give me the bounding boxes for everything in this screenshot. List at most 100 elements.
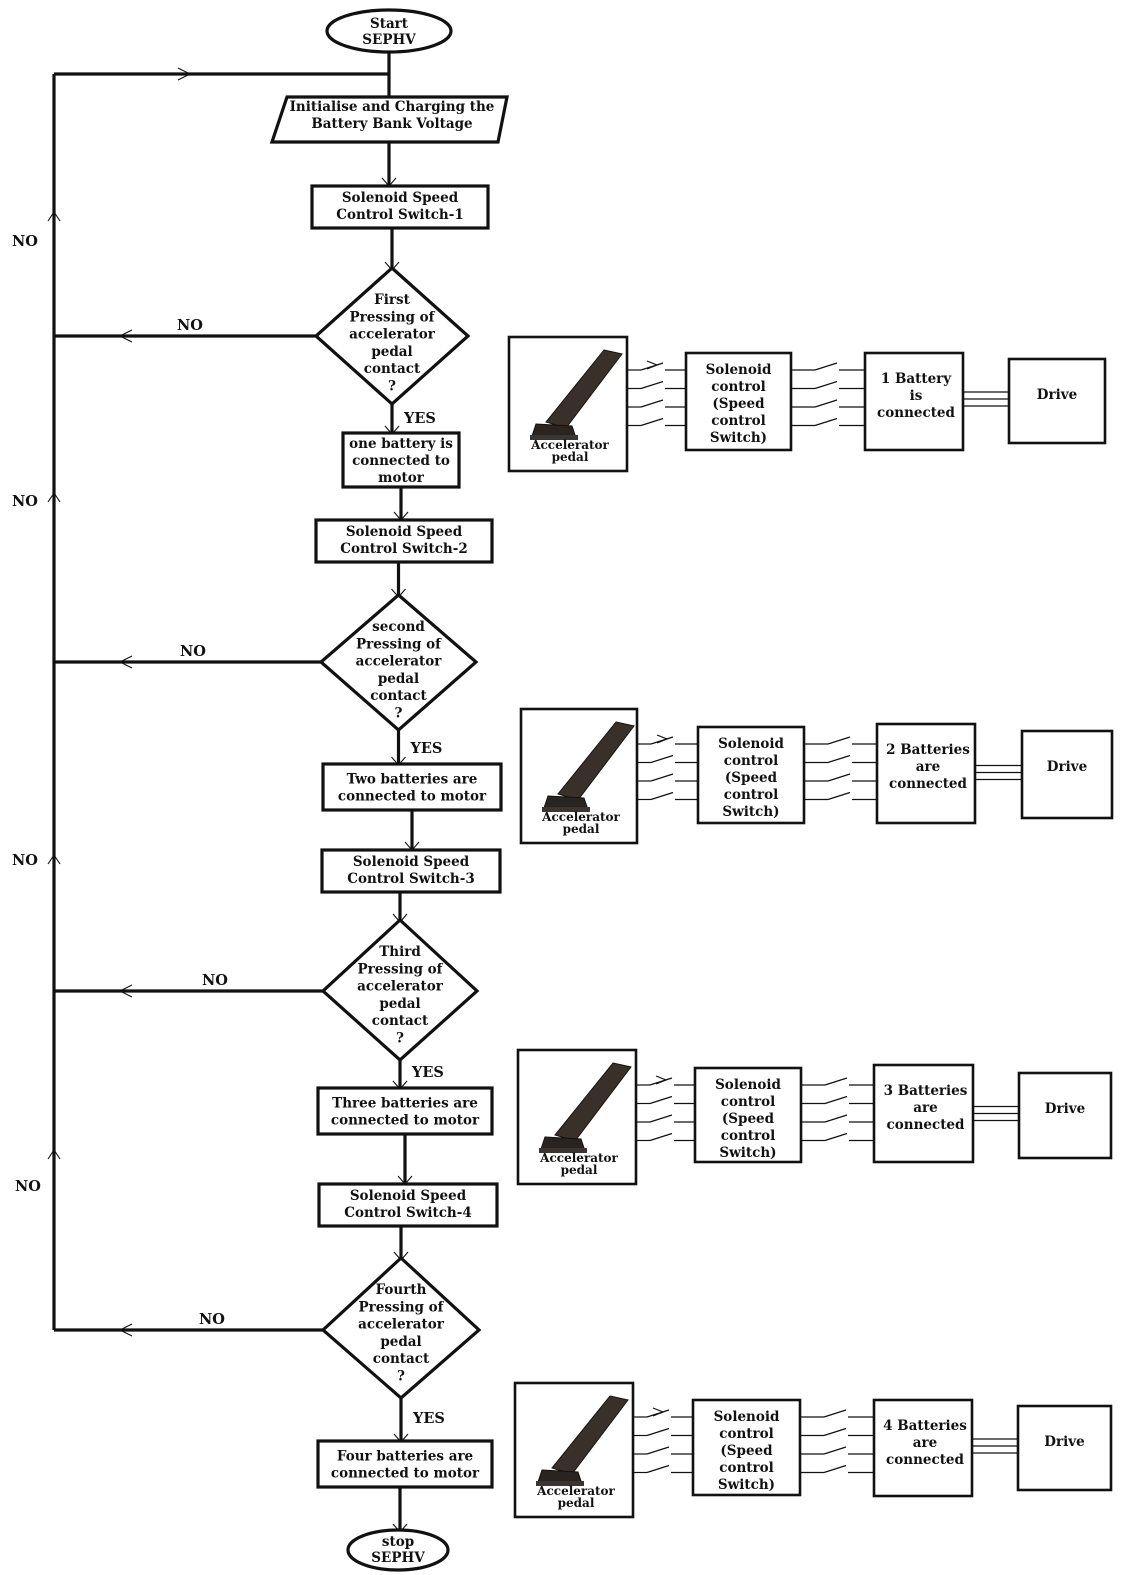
decision-label: contact <box>373 1351 430 1367</box>
decision-label: First <box>374 292 410 308</box>
decision-label: second <box>372 619 425 635</box>
battery-label: 4 Batteries <box>883 1418 967 1434</box>
pedal-label: pedal <box>552 450 589 464</box>
decision-label: Pressing of <box>358 961 444 977</box>
speed-switch-label: Control Switch-4 <box>344 1205 472 1221</box>
speed-switch-label: Solenoid Speed <box>353 854 470 870</box>
drive-box <box>1017 1071 1113 1160</box>
arrow-up-icon <box>47 492 61 503</box>
result-label: connected to motor <box>338 789 487 805</box>
battery-label: connected <box>877 405 955 421</box>
solenoid-control-label: control <box>721 1094 776 1110</box>
result-box <box>341 431 461 489</box>
solenoid-control-label: (Speed <box>725 770 778 786</box>
battery-label: 1 Battery <box>881 371 952 387</box>
decision-label: ? <box>395 706 403 722</box>
pedal-foot-icon <box>542 807 590 812</box>
no-label: NO <box>180 643 206 660</box>
arrow-up-icon <box>47 1149 61 1160</box>
switch-contact-icon <box>827 754 851 764</box>
pedal-label: pedal <box>558 1496 595 1510</box>
solenoid-control-label: (Speed <box>722 1111 775 1127</box>
battery-box <box>863 351 965 452</box>
switch-contact-icon <box>814 362 838 371</box>
switch-contact-icon <box>640 380 664 390</box>
pedal-label: Accelerator <box>539 1151 618 1165</box>
speed-switch-label: Solenoid Speed <box>342 190 459 206</box>
speed-switch-box <box>310 184 490 230</box>
switch-contact-icon <box>646 1446 670 1455</box>
decision-label: contact <box>372 1013 429 1029</box>
pedal-label: Accelerator <box>541 810 620 824</box>
switch-contact-icon <box>640 399 664 408</box>
no-label: NO <box>12 233 38 250</box>
init-parallelogram <box>269 95 509 144</box>
speed-switch-label: Control Switch-3 <box>347 871 475 887</box>
decision-label: accelerator <box>357 979 444 995</box>
solenoid-control-label: Solenoid <box>706 362 772 378</box>
arrow-right-icon <box>177 67 192 81</box>
switch-contact-icon <box>827 736 851 745</box>
switch-contact-icon <box>814 380 838 390</box>
arrow-left-icon <box>118 984 133 998</box>
battery-label: is <box>910 388 923 404</box>
switch-contact-icon <box>823 1446 847 1455</box>
pedal-label: pedal <box>563 822 600 836</box>
speed-switch-label: Solenoid Speed <box>350 1188 467 1204</box>
solenoid-control-label: (Speed <box>712 396 765 412</box>
result-label: Three batteries are <box>332 1096 478 1112</box>
switch-contact-icon <box>649 1114 673 1123</box>
arrow-up-icon <box>47 854 61 865</box>
solenoid-control-label: Switch) <box>710 430 767 446</box>
battery-label: connected <box>887 1117 965 1133</box>
decision-label: pedal <box>378 671 419 687</box>
battery-label: are <box>916 759 940 775</box>
decision-label: Pressing of <box>350 309 436 325</box>
no-label: NO <box>12 852 38 869</box>
switch-contact-icon <box>646 1464 670 1474</box>
decision-label: accelerator <box>349 327 436 343</box>
speed-switch-label: Solenoid Speed <box>346 524 463 540</box>
switch-contact-icon <box>650 754 674 764</box>
switch-contact-icon <box>650 773 674 782</box>
arrow-right-icon <box>652 1407 665 1417</box>
solenoid-control-label: (Speed <box>720 1443 773 1459</box>
speed-switch-box <box>314 518 494 564</box>
result-label: motor <box>378 470 425 486</box>
solenoid-control-box <box>693 1066 803 1164</box>
battery-label: connected <box>889 776 967 792</box>
start-label: Start <box>370 16 409 32</box>
switch-contact-icon <box>823 1464 847 1474</box>
decision-label: ? <box>388 379 396 395</box>
switch-contact-icon <box>649 1095 673 1105</box>
solenoid-control-label: control <box>724 787 779 803</box>
switch-contact-icon <box>646 1427 670 1437</box>
decision-label: pedal <box>371 344 412 360</box>
switch-contact-icon <box>824 1095 848 1105</box>
init-label: Initialise and Charging the <box>290 99 495 115</box>
battery-label: are <box>913 1100 937 1116</box>
switch-contact-icon <box>824 1114 848 1123</box>
yes-label: YES <box>410 740 443 757</box>
decision-label: accelerator <box>356 654 443 670</box>
solenoid-control-label: Solenoid <box>718 736 784 752</box>
solenoid-control-label: control <box>711 413 766 429</box>
switch-contact-icon <box>640 417 664 427</box>
drive-label: Drive <box>1045 1101 1085 1117</box>
drive-box <box>1007 357 1107 445</box>
solenoid-control-label: control <box>719 1426 774 1442</box>
pedal-foot-icon <box>536 1481 584 1486</box>
battery-box <box>875 722 977 825</box>
stop-label: SEPHV <box>371 1550 425 1566</box>
solenoid-control-label: control <box>721 1128 776 1144</box>
switch-contact-icon <box>823 1427 847 1437</box>
speed-switch-box <box>317 1182 499 1228</box>
decision-label: pedal <box>380 1334 421 1350</box>
switch-contact-icon <box>827 791 851 801</box>
pedal-foot-icon <box>539 1148 587 1153</box>
switch-contact-icon <box>814 399 838 408</box>
decision-label: accelerator <box>358 1317 445 1333</box>
no-label: NO <box>12 493 38 510</box>
drive-box <box>1020 729 1114 820</box>
